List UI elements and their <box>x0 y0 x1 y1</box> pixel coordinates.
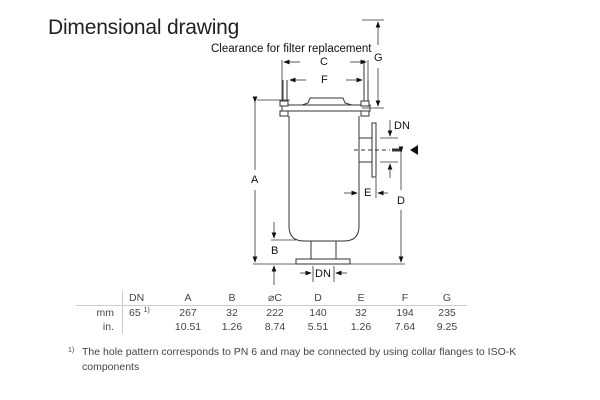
clearance-label: Clearance for filter replacement <box>211 43 372 55</box>
cell-f: 194 <box>396 307 414 319</box>
cell-c: 222 <box>266 307 284 319</box>
cell-f: 7.64 <box>394 321 416 333</box>
header-c: ⌀C <box>253 291 297 306</box>
header-b: B <box>211 291 253 306</box>
footnote-text: The hole pattern corresponds to PN 6 and… <box>82 346 517 373</box>
dim-label-dn-side: DN <box>394 120 410 132</box>
cell-d: 5.51 <box>307 321 329 333</box>
table-row: in. 10.51 1.26 8.74 5.51 1.26 7.64 9.25 <box>76 320 467 334</box>
header-e: E <box>339 291 383 306</box>
dim-label-dn-bottom: DN <box>315 268 331 280</box>
cell-c: 8.74 <box>264 321 286 333</box>
dn-value: 65 <box>129 307 141 319</box>
footnote-ref: 1) <box>143 307 150 314</box>
header-g: G <box>427 291 467 306</box>
dim-label-g: G <box>374 52 383 64</box>
table-header-row: DN A B ⌀C D E F G <box>76 291 467 306</box>
cell-b: 32 <box>226 307 238 319</box>
footnote: 1) The hole pattern corresponds to PN 6 … <box>68 345 538 373</box>
dim-label-f: F <box>321 74 328 86</box>
dim-label-a: A <box>251 174 259 186</box>
dim-label-b: B <box>271 245 279 257</box>
cell-a: 10.51 <box>174 321 202 333</box>
cell-b: 1.26 <box>221 321 243 333</box>
dim-label-d: D <box>397 195 405 207</box>
header-dn: DN <box>122 291 165 306</box>
dim-label-e: E <box>364 187 372 199</box>
header-d: D <box>297 291 339 306</box>
dim-label-c: C <box>320 56 328 68</box>
cell-g: 235 <box>438 307 456 319</box>
header-f: F <box>383 291 427 306</box>
table-row: mm 65 1) 267 32 222 140 32 194 235 <box>76 305 467 320</box>
filter-housing-drawing <box>252 19 418 285</box>
header-a: A <box>165 291 211 306</box>
cell-e: 32 <box>355 307 367 319</box>
cell-d: 140 <box>309 307 327 319</box>
cell-a: 267 <box>179 307 197 319</box>
cell-g: 9.25 <box>436 321 458 333</box>
unit-label: in. <box>102 321 114 333</box>
unit-label: mm <box>96 307 115 319</box>
dn-value <box>122 320 165 334</box>
footnote-marker: 1) <box>68 347 75 354</box>
dimension-table: DN A B ⌀C D E F G mm 65 1) 267 32 222 14… <box>76 291 467 334</box>
cell-e: 1.26 <box>350 321 372 333</box>
page-title: Dimensional drawing <box>48 16 240 39</box>
